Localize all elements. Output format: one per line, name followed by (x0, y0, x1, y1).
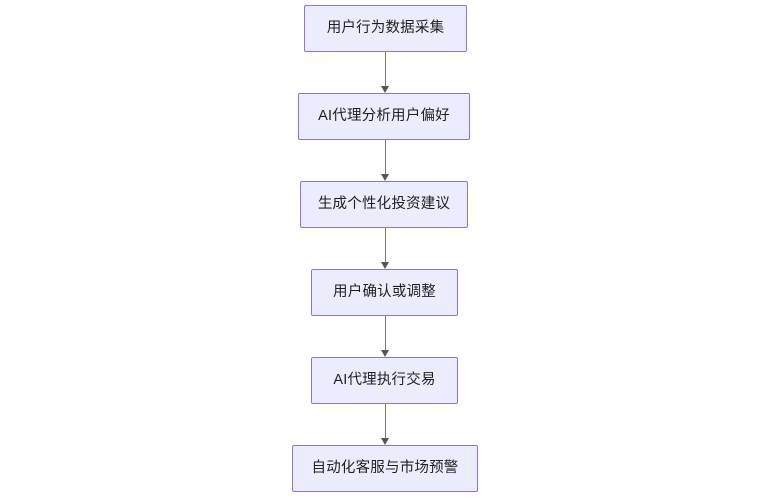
flow-node-n1[interactable]: 用户行为数据采集 (304, 5, 467, 52)
flow-node-n3[interactable]: 生成个性化投资建议 (300, 181, 468, 228)
arrowhead-icon (381, 350, 390, 357)
arrowhead-icon (381, 174, 390, 181)
arrowhead-icon (381, 262, 390, 269)
edge-line (385, 52, 387, 87)
edge-line (385, 228, 387, 263)
edge-line (385, 140, 387, 175)
flow-node-label: 生成个性化投资建议 (317, 196, 451, 213)
flow-node-n2[interactable]: AI代理分析用户偏好 (298, 93, 470, 140)
edge-line (385, 316, 387, 351)
flow-node-n5[interactable]: AI代理执行交易 (311, 357, 458, 404)
flow-node-label: AI代理执行交易 (333, 372, 436, 389)
arrowhead-icon (381, 86, 390, 93)
flow-node-label: 用户行为数据采集 (326, 20, 445, 37)
edge-line (385, 404, 387, 439)
flow-node-label: AI代理分析用户偏好 (318, 108, 450, 125)
flow-node-n6[interactable]: 自动化客服与市场预警 (292, 445, 478, 492)
flow-node-n4[interactable]: 用户确认或调整 (311, 269, 458, 316)
flow-node-label: 自动化客服与市场预警 (311, 460, 459, 477)
arrowhead-icon (381, 438, 390, 445)
flow-node-label: 用户确认或调整 (333, 284, 436, 301)
